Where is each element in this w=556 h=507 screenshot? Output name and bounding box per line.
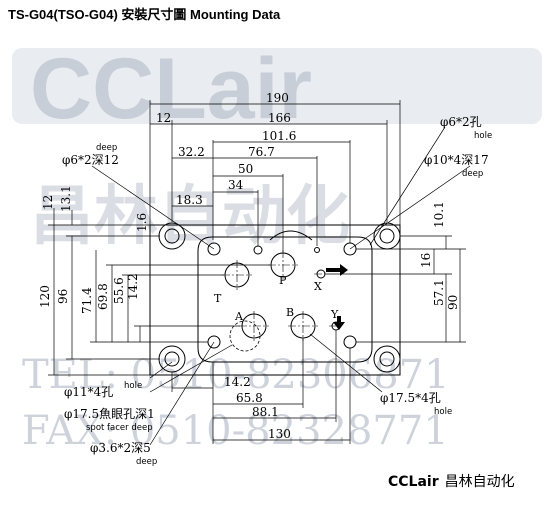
page-title: TS-G04(TSO-G04) 安裝尺寸圖 Mounting Data — [8, 7, 281, 22]
watermark-fax: FAX: 0510-82328771 — [22, 408, 449, 454]
port-b-label: B — [286, 306, 294, 319]
dim-88-1: 88.1 — [252, 405, 279, 419]
bottom-dimension-lines — [171, 330, 351, 444]
callout-small-pin: φ3.6*2深5 — [90, 441, 151, 455]
callout-thread-top-left-sub: deep — [96, 143, 117, 153]
pin-hole-1 — [253, 245, 263, 255]
dim-101-6: 101.6 — [262, 129, 296, 143]
spot-facer-circle — [229, 320, 261, 352]
port-p — [268, 250, 298, 280]
left-dimension-lines — [48, 208, 270, 376]
dim-18-3: 18.3 — [176, 193, 203, 207]
brand-latin: CCLair — [388, 474, 439, 490]
mount-hole-bottom-left — [158, 345, 186, 373]
port-t — [222, 260, 252, 290]
thread-hole-4 — [343, 335, 357, 349]
arrow-y — [333, 316, 345, 330]
watermark-logo: CCLair 昌林自动化 — [12, 41, 542, 254]
callout-thread-right: φ10*4深17 — [424, 153, 489, 167]
callout-thread-right-sub: deep — [462, 169, 483, 179]
dim-16: 16 — [419, 253, 433, 268]
top-dimension-lines — [149, 100, 401, 252]
dim-69-8: 69.8 — [96, 283, 110, 310]
dim-1-6: 1.6 — [135, 213, 149, 232]
leader-lines — [91, 126, 471, 446]
callout-mount-hole-sub: hole — [124, 381, 142, 391]
dim-76-7: 76.7 — [248, 145, 275, 159]
port-p-label: P — [279, 274, 287, 287]
dim-13-1: 13.1 — [59, 185, 73, 212]
dim-130: 130 — [268, 427, 291, 441]
dim-120: 120 — [38, 285, 52, 308]
callout-pin-top-right-sub: hole — [474, 131, 492, 141]
dim-166: 166 — [268, 111, 291, 125]
mount-hole-top-right — [373, 222, 401, 250]
brand-cn: 昌林自动化 — [444, 474, 515, 490]
dim-55-6: 55.6 — [112, 277, 126, 304]
callout-port-hole-sub: hole — [434, 407, 452, 417]
watermark-logo-cn: 昌林自动化 — [30, 180, 350, 254]
port-a-label: A — [234, 310, 244, 323]
dim-71-4: 71.4 — [80, 287, 94, 314]
dim-96: 96 — [56, 289, 70, 304]
port-t-label: T — [214, 292, 222, 305]
dim-12-left: 12 — [41, 195, 55, 210]
pin-hole-2 — [314, 247, 320, 253]
port-x — [314, 269, 328, 279]
callout-port-hole: φ17.5*4孔 — [380, 391, 441, 405]
dim-190: 190 — [266, 91, 289, 105]
dim-32-2: 32.2 — [178, 145, 205, 159]
right-dimension-lines — [326, 235, 466, 343]
dim-50: 50 — [238, 162, 253, 176]
mounting-face-outline — [197, 236, 373, 363]
port-x-label: X — [314, 280, 322, 293]
arrow-x — [326, 264, 348, 276]
mount-hole-bottom-right — [373, 345, 401, 373]
dim-57-1: 57.1 — [432, 279, 446, 306]
callout-small-pin-sub: deep — [136, 457, 157, 467]
dim-14-2-left: 14.2 — [126, 273, 140, 300]
callout-pin-top-right: φ6*2孔 — [440, 115, 482, 129]
callout-mount-hole: φ11*4孔 — [64, 385, 113, 399]
callout-thread-top-left: φ6*2深12 — [62, 153, 119, 167]
dim-12-top: 12 — [156, 111, 171, 125]
watermark-logo-text: CCLair — [30, 41, 312, 137]
brand-footer: CCLair 昌林自动化 — [388, 471, 515, 491]
port-a — [239, 311, 269, 341]
dim-34: 34 — [228, 178, 244, 192]
dim-65-8: 65.8 — [236, 391, 263, 405]
callout-spot-facer: φ17.5魚眼孔深1 — [64, 407, 155, 421]
callout-spot-facer-sub: spot facer deep — [86, 423, 153, 433]
dim-10-1: 10.1 — [432, 201, 446, 228]
top-arc — [269, 230, 313, 241]
dim-90: 90 — [446, 295, 460, 310]
dim-14-2-bottom: 14.2 — [224, 375, 251, 389]
thread-hole-1 — [207, 242, 221, 256]
valve-body-outline — [149, 224, 401, 376]
port-y-label: Y — [330, 308, 339, 321]
